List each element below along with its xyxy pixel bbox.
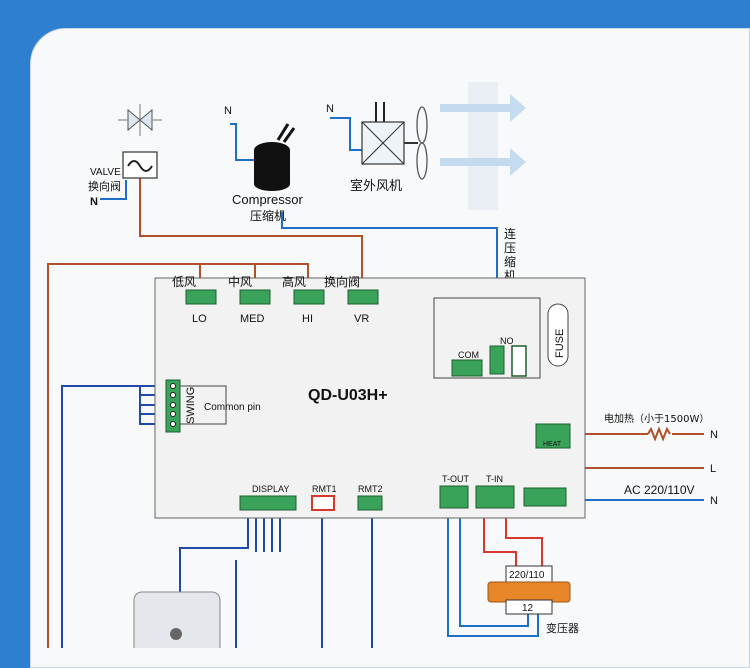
fuse-label: FUSE — [554, 329, 566, 358]
tin-terminal — [475, 485, 515, 509]
wire-hi — [255, 263, 309, 288]
compressor-label: Compressor — [232, 192, 303, 207]
relay-no-label: NO — [500, 336, 514, 346]
transformer-in-label: 220/110 — [509, 570, 545, 581]
heater-label: 电加热（小于1500W） — [604, 412, 709, 425]
tout-label: T-OUT — [442, 474, 469, 484]
common-pin-label: Common pin — [204, 402, 261, 413]
fan-neutral-label: N — [326, 103, 334, 115]
wire-tin-2 — [505, 506, 543, 568]
terminal-hi: 高风 HI — [282, 274, 325, 325]
rmt2-terminal — [357, 495, 383, 511]
swing-pins — [170, 383, 176, 427]
board-model: QD-U03H+ — [308, 387, 388, 404]
rmt2-label: RMT2 — [358, 484, 383, 494]
terminal-vr-label: VR — [354, 313, 369, 325]
wire-valve-neutral — [100, 180, 127, 200]
power-terminal — [523, 487, 567, 507]
terminal-vr-cn: 换向阀 — [324, 274, 360, 289]
heat-label: HEAT — [543, 441, 562, 448]
terminal-hi-cn: 高风 — [282, 274, 306, 289]
wire-tin — [483, 506, 517, 568]
compressor-cn-label: 压缩机 — [250, 208, 286, 223]
terminal-vr: 换向阀 VR — [324, 274, 379, 325]
swing-label: SWING — [185, 387, 197, 424]
wire-lo — [47, 263, 201, 648]
relay-com-label: COM — [458, 350, 479, 360]
outdoor-fan-icon — [361, 102, 428, 180]
terminal-lo-label: LO — [192, 313, 207, 325]
tout-terminal — [439, 485, 469, 509]
airflow-icon — [440, 82, 526, 210]
wire-display — [179, 510, 281, 600]
heater-neutral-label: N — [710, 429, 718, 441]
valve-neutral-label: N — [90, 196, 98, 208]
connect-compressor-char-3: 缩 — [504, 254, 516, 269]
ac-label: AC 220/110V — [624, 483, 695, 497]
display-terminal — [239, 495, 297, 511]
heat-terminal — [535, 423, 571, 449]
terminal-lo-cn: 低风 — [172, 275, 196, 289]
relay-no-terminal — [489, 345, 505, 375]
tin-label: T-IN — [486, 474, 503, 484]
terminal-med: 中风 MED — [228, 274, 271, 325]
reversing-valve-icon — [118, 104, 162, 179]
wire-swing-1 — [61, 385, 176, 648]
terminal-hi-label: HI — [302, 313, 313, 325]
display-module-icon — [133, 591, 221, 648]
wire-tout — [447, 508, 539, 637]
terminal-lo: 低风 LO — [172, 275, 217, 325]
wire-tout-2 — [459, 508, 529, 627]
live-label: L — [710, 463, 716, 475]
valve-cn-label: 换向阀 — [88, 179, 121, 193]
compressor-icon — [254, 123, 296, 191]
connect-compressor-char-1: 连 — [504, 226, 516, 241]
transformer-bottom — [505, 599, 553, 615]
wire-compressor-no — [230, 123, 258, 161]
control-board — [154, 277, 586, 519]
transformer-cn-label: 变压器 — [546, 621, 579, 635]
heater-resistor — [647, 426, 671, 442]
display-label: DISPLAY — [252, 484, 289, 494]
wire-valve-vr — [139, 175, 363, 288]
compressor-neutral-label: N — [224, 105, 232, 117]
fuse — [547, 303, 569, 367]
ac-neutral-label: N — [710, 495, 718, 507]
connect-compressor-char-2: 压 — [504, 241, 516, 255]
rmt1-terminal — [311, 495, 335, 511]
valve-label: VALVE — [90, 167, 121, 178]
terminal-med-cn: 中风 — [228, 274, 252, 289]
terminal-med-label: MED — [240, 313, 265, 325]
relay-com-terminal — [451, 359, 483, 377]
common-pin-bracket — [180, 385, 227, 425]
rmt1-label: RMT1 — [312, 484, 337, 494]
fan-cn-label: 室外风机 — [350, 178, 402, 194]
relay-box — [433, 297, 541, 379]
wire-fan-neutral — [330, 117, 362, 151]
relay-coil — [511, 345, 527, 377]
wiring-diagram: VALVE 换向阀 N N Compressor 压缩机 N 室外风机 连 压 … — [47, 82, 718, 648]
transformer-core — [487, 581, 571, 603]
transformer-out-label: 12 — [522, 603, 534, 614]
